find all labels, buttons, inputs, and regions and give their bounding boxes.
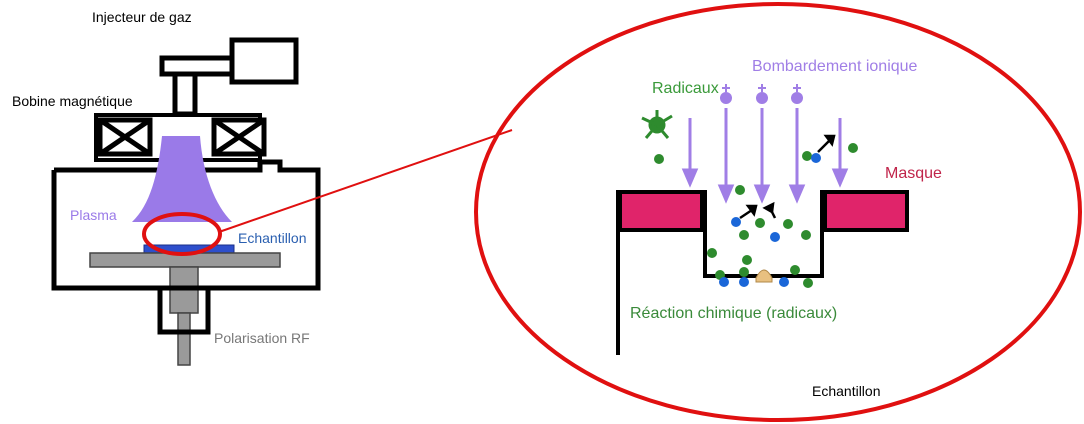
radical-particles	[654, 143, 858, 288]
rf-stem-lower	[177, 312, 191, 366]
radicals-label: Radicaux	[652, 80, 719, 97]
ion-2	[756, 92, 768, 104]
sample-label-left: Echantillon	[238, 230, 307, 246]
etched-particles	[719, 153, 821, 287]
magnetic-coil-left	[97, 117, 153, 157]
gas-injector-label: Injecteur de gaz	[92, 9, 192, 25]
plasma-label: Plasma	[70, 207, 117, 223]
gas-injector-pipe	[172, 71, 198, 117]
reactor	[51, 37, 321, 291]
chemical-reaction-label: Réaction chimique (radicaux)	[630, 305, 837, 322]
mask-left	[618, 190, 704, 232]
ion-arrows	[681, 108, 849, 204]
magnetic-coil-label: Bobine magnétique	[12, 93, 133, 109]
ion-arrow-1	[681, 118, 699, 188]
coil-housing	[94, 113, 262, 162]
ion-arrow-4	[788, 108, 806, 204]
rf-flange	[157, 285, 211, 335]
zoom-highlight-ellipse	[142, 212, 222, 256]
zoom-connector-line	[218, 129, 513, 233]
ion-bombardment-label: Bombardement ionique	[752, 58, 918, 75]
ion-3	[791, 92, 803, 104]
rf-bias-label: Polarisation RF	[214, 330, 310, 346]
zoom-ellipse	[474, 2, 1082, 422]
plasma-shape	[132, 136, 232, 222]
ion-arrow-3	[753, 108, 771, 204]
ion-plus-signs	[722, 84, 801, 92]
ion-1	[720, 92, 732, 104]
magnetic-coil-right	[211, 117, 267, 157]
ion-arrow-5	[831, 118, 849, 188]
gas-injector-box	[229, 37, 299, 85]
ions	[720, 92, 803, 104]
mask-label: Masque	[885, 165, 942, 182]
mask-right	[823, 190, 909, 232]
radical-burst	[641, 110, 673, 139]
reaction-bump	[755, 269, 773, 283]
ejection-arrows	[739, 134, 836, 220]
ion-arrow-2	[717, 108, 735, 204]
chamber-outline	[51, 159, 321, 291]
sample-label-right: Echantillon	[812, 383, 881, 399]
